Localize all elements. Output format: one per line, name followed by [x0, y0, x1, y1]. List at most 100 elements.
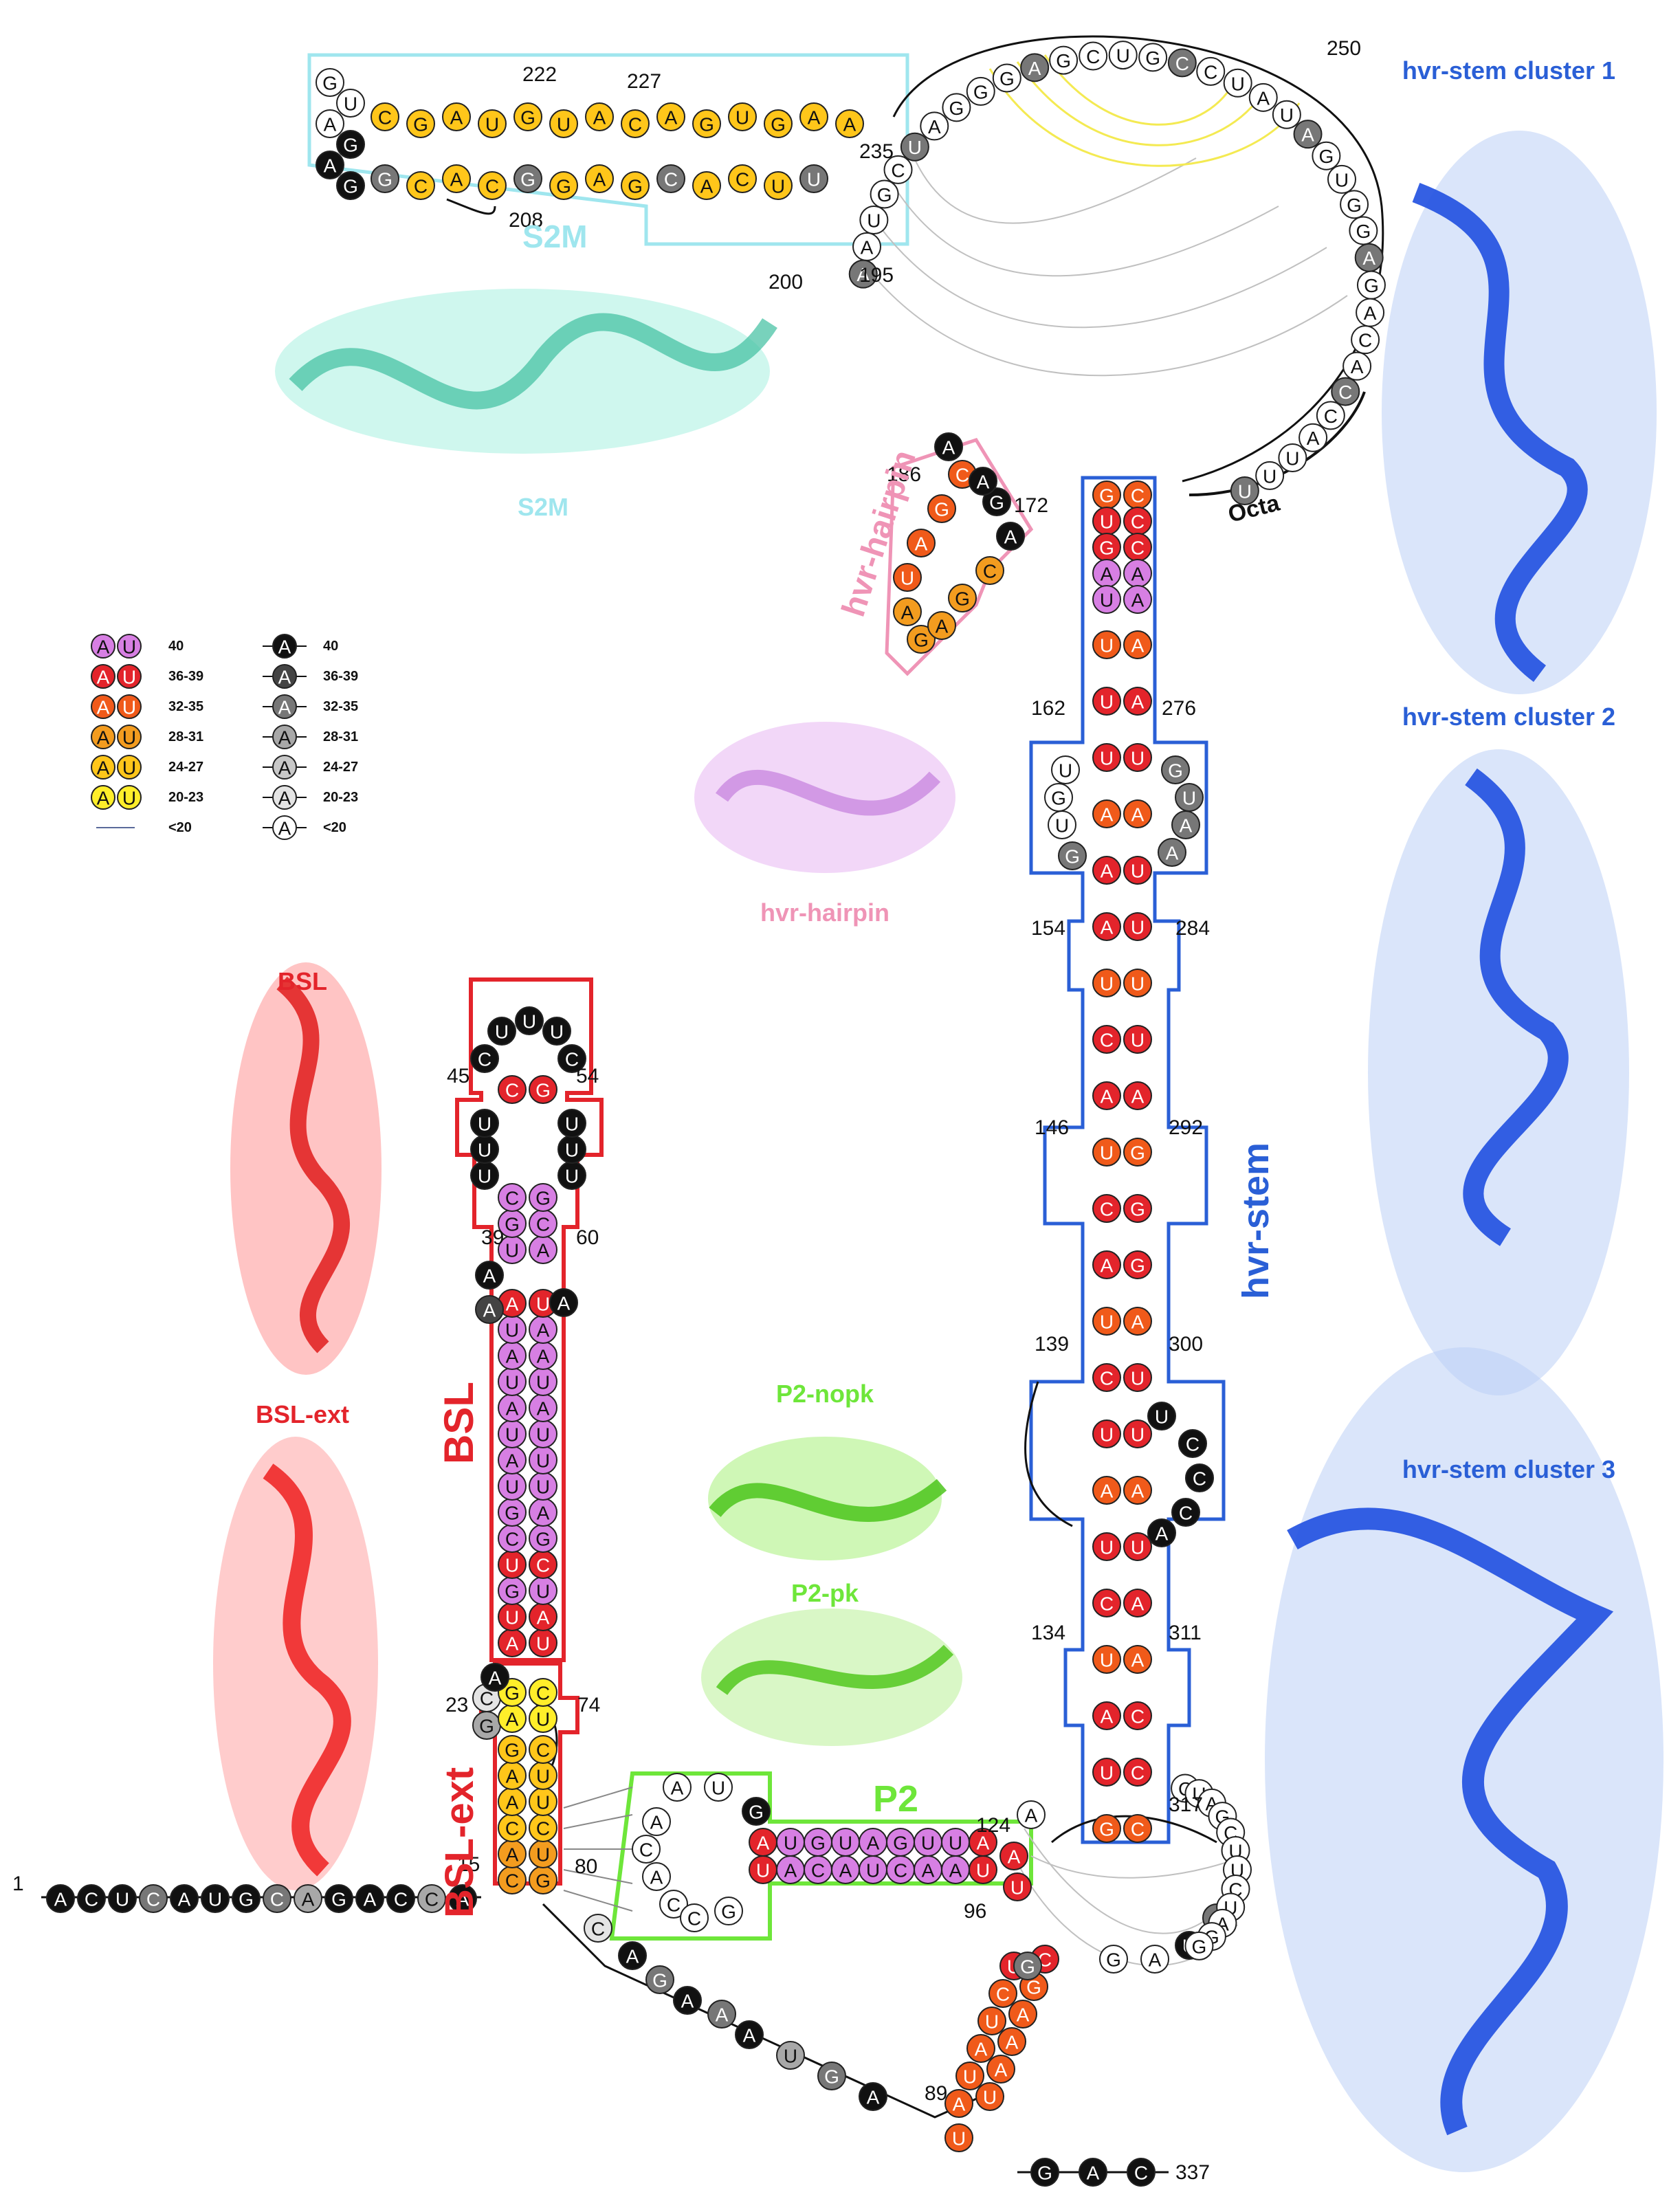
- linker-nucleotide: A: [707, 2000, 736, 2029]
- svg-text:U: U: [771, 176, 785, 197]
- p2-loop-nucleotide: A: [663, 1773, 692, 1802]
- svg-text:A: A: [593, 107, 606, 129]
- legend-unpaired-nucleotide: A: [272, 694, 297, 719]
- svg-text:C: C: [505, 1188, 519, 1209]
- p2-loop-nucleotide: C: [632, 1835, 661, 1864]
- bsl-ext-nucleotide: C: [529, 1678, 557, 1707]
- p2-nucleotide: U: [831, 1828, 860, 1857]
- svg-text:A: A: [1307, 428, 1320, 449]
- hvr-hairpin-nucleotide: U: [893, 563, 922, 592]
- svg-text:G: G: [1026, 1977, 1041, 1998]
- linker-nucleotide: A: [673, 1986, 702, 2015]
- hvr-stem-nucleotide: U: [1092, 687, 1121, 716]
- legend-unpaired-range: 32-35: [323, 699, 358, 714]
- svg-text:U: U: [122, 637, 136, 658]
- svg-text:U: U: [1100, 1424, 1114, 1446]
- position-227: 227: [627, 70, 661, 93]
- svg-text:C: C: [480, 1688, 494, 1710]
- svg-text:C: C: [639, 1839, 653, 1861]
- legend-pair-right: U: [117, 664, 142, 689]
- svg-text:A: A: [928, 116, 941, 137]
- svg-text:U: U: [1100, 1142, 1114, 1164]
- hvr-stem-nucleotide: A: [1123, 1476, 1152, 1505]
- svg-text:C: C: [1358, 330, 1372, 351]
- p2-nucleotide: U: [941, 1828, 970, 1857]
- hvr-loop-nucleotide: A: [1147, 1518, 1176, 1547]
- bsl-ext-nucleotide: C: [498, 1866, 527, 1894]
- hvr-stem-cluster-3-3d-model: [1265, 1347, 1664, 2172]
- svg-text:U: U: [536, 1372, 550, 1393]
- hvr-stem-nucleotide: C: [1092, 1589, 1121, 1617]
- p2-nopk-3d-model: [708, 1437, 942, 1560]
- octa-loop-nucleotide: C: [1316, 401, 1345, 430]
- svg-text:A: A: [953, 2094, 966, 2115]
- svg-text:U: U: [784, 2046, 797, 2067]
- position-74: 74: [577, 1694, 600, 1716]
- hvr-stem-nucleotide: A: [1092, 1081, 1121, 1110]
- svg-text:A: A: [278, 637, 291, 658]
- svg-text:U: U: [976, 1860, 990, 1881]
- svg-text:A: A: [856, 264, 870, 285]
- octa-loop-nucleotide: U: [1108, 41, 1138, 70]
- hvr-hairpin-structure-title: hvr-hairpin: [760, 898, 889, 927]
- legend-unpaired-nucleotide: A: [272, 634, 297, 659]
- connection-lines: [41, 35, 1384, 2174]
- position-200: 200: [769, 271, 803, 294]
- p2-nucleotide: U: [969, 1855, 997, 1884]
- bsl-loop-nucleotide: U: [470, 1161, 499, 1190]
- svg-text:G: G: [1051, 788, 1066, 809]
- p2-nucleotide: A: [1017, 1800, 1046, 1829]
- svg-text:U: U: [478, 1114, 491, 1135]
- svg-text:A: A: [1004, 527, 1017, 548]
- svg-text:U: U: [1010, 1877, 1024, 1899]
- svg-text:U: U: [1131, 917, 1145, 938]
- svg-text:G: G: [1347, 195, 1362, 216]
- position-146: 146: [1035, 1116, 1069, 1139]
- svg-text:U: U: [122, 727, 136, 749]
- svg-text:A: A: [278, 697, 291, 718]
- octa-loop-nucleotide: U: [1230, 476, 1259, 506]
- legend-unpaired-range: 24-27: [323, 760, 358, 775]
- svg-text:G: G: [343, 135, 358, 156]
- position-89: 89: [925, 2082, 947, 2105]
- s2m-nucleotide: A: [799, 102, 828, 131]
- svg-text:U: U: [122, 667, 136, 688]
- svg-text:G: G: [535, 1188, 551, 1209]
- svg-text:A: A: [1101, 1255, 1114, 1277]
- right-loop-nucleotide: G: [1184, 1931, 1214, 1960]
- svg-text:U: U: [505, 1477, 519, 1498]
- bsl-stem-nucleotide: U: [529, 1472, 557, 1501]
- s2m-nucleotide: G: [621, 171, 650, 200]
- svg-text:A: A: [1101, 917, 1114, 938]
- octa-loop-nucleotide: A: [920, 111, 949, 141]
- svg-text:U: U: [536, 1294, 550, 1315]
- svg-text:G: G: [955, 588, 970, 610]
- hvr-hairpin-nucleotide: C: [975, 556, 1004, 585]
- octa-loop-nucleotide: U: [1223, 68, 1252, 98]
- octa-loop-nucleotide: G: [1138, 43, 1168, 72]
- octa-loop-nucleotide: G: [1340, 190, 1369, 219]
- bsl-ext-structure-title: BSL-ext: [256, 1400, 349, 1428]
- p2-nucleotide: U: [859, 1855, 887, 1884]
- svg-text:G: G: [999, 68, 1015, 89]
- svg-text:C: C: [1204, 61, 1217, 82]
- bsl-ext-nucleotide: C: [529, 1735, 557, 1764]
- svg-text:G: G: [949, 98, 964, 119]
- five-prime-nucleotide: A: [170, 1884, 199, 1913]
- svg-text:G: G: [1356, 221, 1371, 242]
- hvr-stem-nucleotide: U: [1092, 630, 1121, 659]
- hvr-stem-nucleotide: A: [1123, 1307, 1152, 1336]
- legend-pair-right: U: [117, 755, 142, 780]
- octa-loop-nucleotide: A: [1342, 351, 1372, 381]
- position-1: 1: [12, 1872, 24, 1895]
- octa-loop-nucleotide: U: [1327, 164, 1356, 194]
- bsl-loop-nucleotide: U: [557, 1109, 586, 1138]
- s2m-nucleotide: C: [728, 164, 757, 193]
- svg-text:U: U: [115, 1889, 129, 1910]
- svg-text:U: U: [963, 2066, 977, 2088]
- svg-text:A: A: [1025, 1805, 1038, 1826]
- svg-text:A: A: [54, 1889, 67, 1910]
- hvr-stem-nucleotide: A: [1092, 1250, 1121, 1279]
- bsl-stem-nucleotide: A: [529, 1498, 557, 1527]
